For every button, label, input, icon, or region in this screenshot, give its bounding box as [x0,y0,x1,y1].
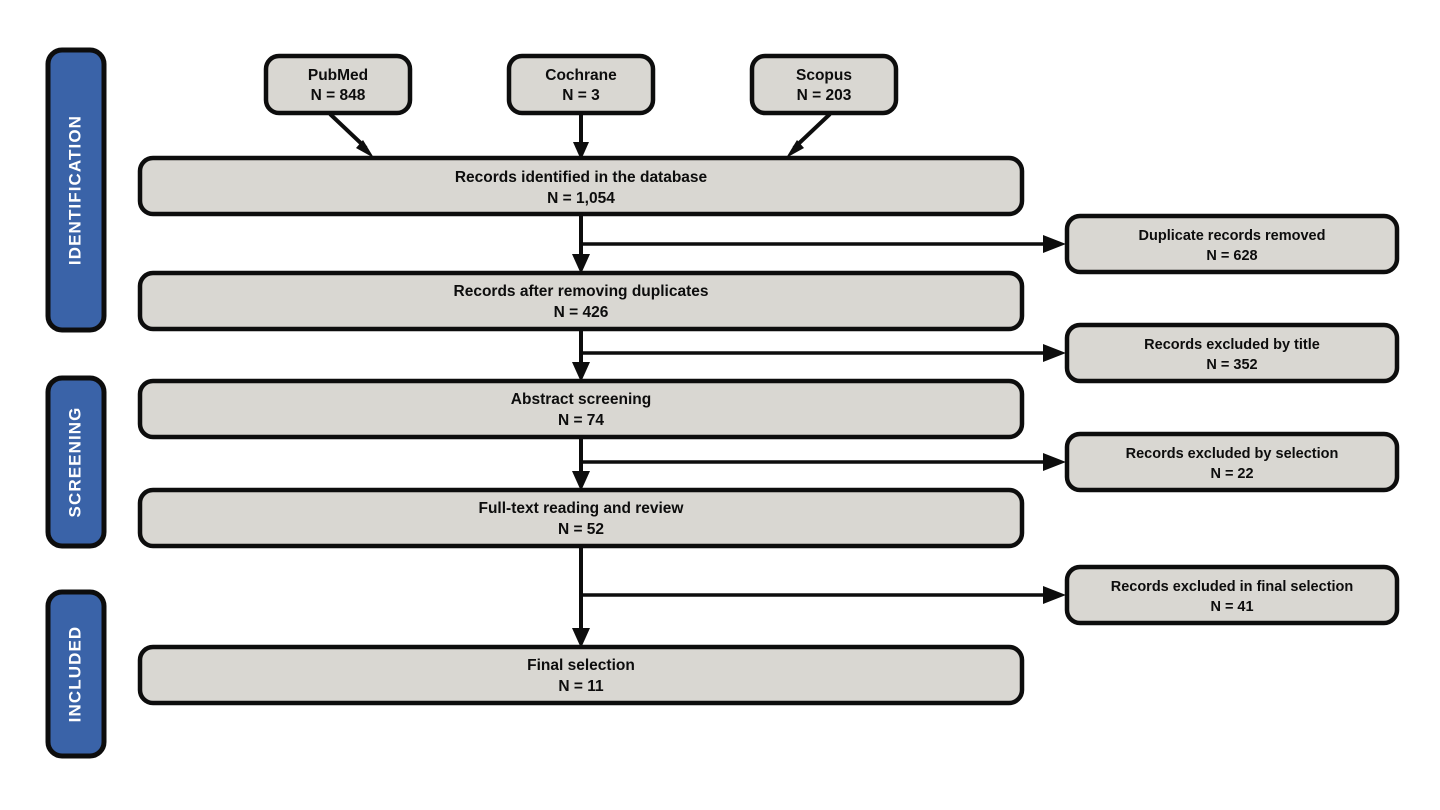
source-box-pubmed: PubMed N = 848 [263,53,413,116]
source-box-cochrane-name: Cochrane [545,67,617,84]
exclusion-box-excluded-final-shape [1064,564,1400,626]
flow-box-abstract-label: Abstract screening [511,391,651,408]
exclusion-box-excluded-selection: Records excluded by selection N = 22 [1064,431,1400,493]
exclusion-box-excluded-final: Records excluded in final selection N = … [1064,564,1400,626]
flow-box-identified-label: Records identified in the database [455,169,708,186]
source-box-scopus-shape [749,53,899,116]
exclusion-box-excluded-final-label: Records excluded in final selection [1111,579,1354,595]
arrow-scopus-to-identified [786,112,832,158]
connector-after-duplicates-to-abstract [572,329,590,382]
flow-box-abstract-count: N = 74 [558,412,604,429]
stage-bar-identification-shape [45,47,107,333]
exclusion-box-excluded-final-count: N = 41 [1210,599,1253,615]
exclusion-box-excluded-selection-count: N = 22 [1210,466,1253,482]
flow-box-fulltext-count: N = 52 [558,521,604,538]
exclusion-box-duplicates-removed-count: N = 628 [1206,248,1257,264]
source-box-scopus-name: Scopus [796,67,852,84]
arrow-pubmed-to-identified [328,112,374,158]
arrow-cochrane-to-identified [573,114,589,160]
exclusion-box-duplicates-removed-shape [1064,213,1400,275]
flow-box-after-duplicates-label: Records after removing duplicates [454,283,709,300]
stage-bar-screening-label: SCREENING [65,407,84,518]
stage-bar-included-shape [45,589,107,759]
source-box-pubmed-name: PubMed [308,67,368,84]
flow-box-fulltext-label: Full-text reading and review [479,500,685,517]
exclusion-box-excluded-title-label: Records excluded by title [1144,337,1320,353]
exclusion-box-duplicates-removed: Duplicate records removed N = 628 [1064,213,1400,275]
flow-box-identified: Records identified in the database N = 1… [137,155,1025,217]
flow-box-identified-count: N = 1,054 [547,190,615,207]
source-box-cochrane: Cochrane N = 3 [506,53,656,116]
flow-box-final-count: N = 11 [558,678,604,695]
flow-box-after-duplicates-count: N = 426 [554,304,609,321]
connector-to-excluded-final [581,586,1066,604]
connector-to-excluded-selection [581,453,1066,471]
source-box-pubmed-shape [263,53,413,116]
exclusion-box-excluded-title-shape [1064,322,1400,384]
flow-box-final: Final selection N = 11 [137,644,1025,706]
flow-box-abstract: Abstract screening N = 74 [137,378,1025,440]
connector-identified-to-after-duplicates [572,214,590,274]
connector-fulltext-to-final [572,546,590,648]
stage-bar-identification-label: IDENTIFICATION [65,115,84,265]
flow-box-final-label: Final selection [527,657,635,674]
exclusion-box-duplicates-removed-label: Duplicate records removed [1139,228,1326,244]
connector-to-excluded-title [581,344,1066,362]
exclusion-box-excluded-title-count: N = 352 [1206,357,1257,373]
source-box-scopus-count: N = 203 [797,87,852,104]
flow-box-after-duplicates: Records after removing duplicates N = 42… [137,270,1025,332]
stage-bar-included-label: INCLUDED [65,626,84,723]
connector-abstract-to-fulltext [572,437,590,491]
stage-bar-screening-shape [45,375,107,549]
stage-bar-identification: IDENTIFICATION [45,47,107,333]
exclusion-box-excluded-title: Records excluded by title N = 352 [1064,322,1400,384]
source-box-scopus: Scopus N = 203 [749,53,899,116]
source-box-cochrane-shape [506,53,656,116]
exclusion-box-excluded-selection-label: Records excluded by selection [1126,446,1339,462]
flow-box-fulltext: Full-text reading and review N = 52 [137,487,1025,549]
exclusion-box-excluded-selection-shape [1064,431,1400,493]
connector-to-duplicates-removed [581,235,1066,253]
source-box-pubmed-count: N = 848 [311,87,366,104]
stage-bar-screening: SCREENING [45,375,107,549]
stage-bar-included: INCLUDED [45,589,107,759]
source-box-cochrane-count: N = 3 [562,87,600,104]
